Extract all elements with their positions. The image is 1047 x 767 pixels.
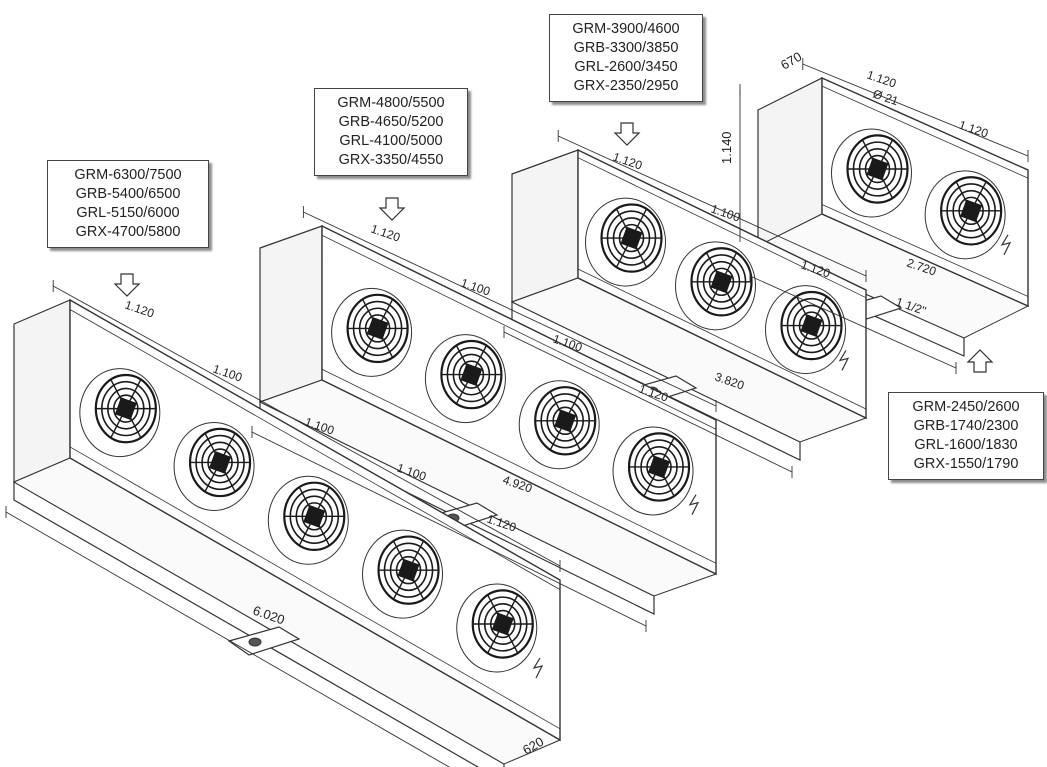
fan-icon — [456, 583, 538, 673]
model-line: GRM-4800/5500 — [337, 95, 445, 111]
fan-hub — [866, 157, 889, 181]
model-line: GRL-4100/5000 — [339, 133, 443, 149]
fan-icon — [424, 334, 506, 424]
arrow-down-icon — [613, 122, 641, 146]
model-line: GRB-4650/5200 — [338, 114, 444, 130]
fan-hub — [620, 226, 643, 250]
frame-line — [321, 368, 717, 564]
frame-line — [69, 309, 561, 590]
pointer-arrows — [113, 122, 994, 373]
fan-icon — [585, 197, 666, 287]
fan-icon — [675, 241, 756, 331]
model-line: GRM-6300/7500 — [74, 167, 182, 183]
model-line: GRB-5400/6500 — [75, 186, 181, 202]
electric-symbol — [1000, 234, 1012, 256]
fan-icon — [267, 475, 349, 565]
model-line: GRB-3300/3850 — [573, 40, 679, 56]
fan-icon — [924, 170, 1006, 260]
dim-u5-pitch-a: 1.120 — [123, 298, 156, 321]
dim-u2-pitch-b: 1.120 — [957, 118, 990, 141]
dim-u2-height: 1.140 — [719, 131, 734, 164]
fan-hub — [554, 409, 577, 433]
fan-icon — [612, 426, 694, 516]
dim-length-line — [749, 275, 957, 369]
model-label-box-5fan: GRM-6300/7500 GRB-5400/6500 GRL-5150/600… — [47, 160, 209, 248]
fan-hub — [460, 363, 483, 386]
model-line: GRX-4700/5800 — [75, 224, 181, 240]
fan-hub — [397, 558, 420, 582]
model-line: GRX-3350/4550 — [338, 152, 444, 168]
model-line: GRX-1550/1790 — [913, 456, 1019, 472]
fan-hub — [710, 270, 733, 294]
fan-hub — [303, 504, 326, 528]
arrow-down-icon — [378, 197, 406, 221]
dim-u2-pitch-a: 1.120 — [865, 68, 898, 91]
dim-u5-pitch-mid1: 1.100 — [211, 362, 244, 385]
fan-icon — [79, 368, 161, 458]
fan-icon — [518, 380, 600, 470]
dim-u2-width: 670 — [778, 49, 804, 73]
dim-length-line — [503, 331, 793, 473]
fan-hub — [114, 397, 137, 420]
model-label-box-2fan: GRM-2450/2600 GRB-1740/2300 GRL-1600/183… — [888, 392, 1044, 480]
dim-pitch-line — [802, 63, 1029, 157]
fan-icon — [765, 285, 846, 375]
fan-icon — [173, 421, 255, 511]
model-line: GRL-2600/3450 — [574, 59, 678, 75]
fan-icon — [362, 529, 444, 619]
fan-hub — [648, 455, 670, 479]
side-panel — [511, 149, 579, 303]
dimension-lines — [5, 58, 1029, 767]
model-label-box-3fan: GRM-3900/4600 GRB-3300/3850 GRL-2600/345… — [549, 14, 703, 102]
unit-5fan — [12, 298, 562, 767]
dim-pitch-line — [52, 285, 561, 567]
frame-line — [69, 446, 561, 730]
side-panel — [13, 299, 71, 483]
fan-icon — [331, 287, 413, 377]
drain-plate — [227, 626, 301, 656]
fan-icon — [831, 128, 912, 218]
model-line: GRB-1740/2300 — [913, 418, 1019, 434]
frame-line — [577, 268, 867, 410]
model-line: GRM-3900/4600 — [572, 21, 680, 37]
arrow-up-icon — [966, 349, 994, 373]
fan-hub — [800, 314, 823, 337]
dim-u4-pitch-a: 1.120 — [369, 222, 402, 245]
frame-line — [821, 204, 1029, 297]
model-line: GRL-1600/1830 — [914, 437, 1018, 453]
model-line: GRM-2450/2600 — [912, 399, 1020, 415]
dim-pitch-line — [303, 211, 717, 407]
fan-hub — [491, 612, 514, 636]
arrow-down-icon — [113, 273, 141, 297]
fan-hub — [960, 199, 983, 223]
electric-symbol — [838, 350, 850, 371]
dim-pitch-line — [558, 135, 867, 277]
electric-symbol — [688, 494, 700, 515]
fan-hub — [209, 451, 232, 474]
drain-hole — [248, 637, 262, 647]
frame-line — [821, 85, 1029, 179]
model-line: GRX-2350/2950 — [573, 78, 679, 94]
fan-hub — [366, 317, 389, 340]
dim-length-line — [251, 431, 647, 627]
electric-symbol — [532, 657, 544, 679]
frame-line — [321, 234, 717, 430]
side-panel — [259, 225, 323, 403]
model-label-box-4fan: GRM-4800/5500 GRB-4650/5200 GRL-4100/500… — [314, 88, 468, 176]
dim-length-line — [5, 511, 450, 767]
model-line: GRL-5150/6000 — [76, 205, 180, 221]
frame-line — [577, 157, 867, 299]
drain-bracket — [227, 626, 301, 656]
